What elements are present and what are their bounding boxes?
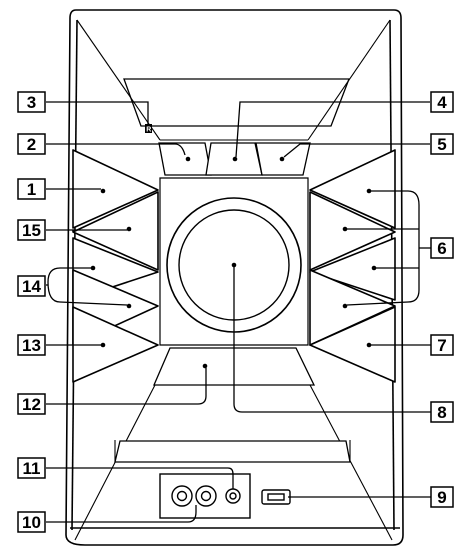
callout-4: 4	[430, 91, 454, 113]
top-left-button-dot	[185, 156, 191, 162]
callout-15: 15	[17, 219, 46, 241]
callout-number-5: 5	[437, 135, 446, 154]
leader-12	[46, 368, 207, 405]
rca-jacks[interactable]	[171, 485, 241, 507]
leader-5	[283, 143, 430, 158]
leader-10	[46, 505, 197, 523]
lower-rail	[114, 440, 351, 463]
pad-dot-6d	[342, 303, 348, 309]
callout-12: 12	[17, 393, 46, 415]
callout-number-15: 15	[22, 221, 41, 240]
callout-box-14	[17, 275, 46, 297]
display-window	[123, 78, 350, 127]
top-button-dots	[185, 156, 285, 162]
callout-6: 6	[430, 237, 454, 259]
pad-dot-6b	[342, 226, 348, 232]
pad-dots	[90, 188, 377, 348]
callout-5: 5	[430, 133, 454, 155]
mic-jack-center	[229, 492, 237, 500]
usb-port-inner	[267, 493, 285, 501]
callout-box-4	[430, 91, 454, 113]
callout-box-9	[430, 486, 454, 508]
leader-8	[233, 266, 432, 413]
callout-number-11: 11	[23, 459, 41, 478]
pad-dot-1	[100, 188, 106, 194]
callout-7: 7	[430, 334, 454, 356]
remote-sensor	[145, 124, 152, 133]
callout-box-7	[430, 334, 454, 356]
callout-box-3	[17, 91, 46, 113]
rca-jack-right-center	[200, 490, 212, 502]
callout-number-9: 9	[437, 488, 446, 507]
callout-number-7: 7	[437, 336, 446, 355]
pad-dot-14a	[90, 265, 96, 271]
volume-knob-dot	[231, 262, 237, 268]
callout-number-8: 8	[437, 403, 446, 422]
leader-3	[46, 101, 149, 124]
pad-dot-6a	[366, 188, 372, 194]
right-pads[interactable]	[309, 149, 396, 383]
callout-number-1: 1	[27, 180, 36, 199]
callout-number-3: 3	[27, 93, 36, 112]
callout-box-5	[430, 133, 454, 155]
right-pad-6a[interactable]	[309, 149, 396, 229]
right-pad-6c[interactable]	[309, 237, 396, 301]
callout-box-8	[430, 401, 454, 423]
leader-2	[46, 143, 186, 156]
callout-11: 11	[17, 457, 46, 479]
callout-2: 2	[17, 133, 46, 155]
top-left-button[interactable]	[158, 142, 212, 176]
left-pad-15[interactable]	[72, 191, 159, 271]
callout-10: 10	[17, 511, 46, 533]
pad-dot-13	[100, 342, 106, 348]
pad-dot-7	[366, 342, 372, 348]
callout-number-2: 2	[27, 135, 36, 154]
leader-lines	[46, 101, 432, 523]
callout-box-12	[17, 393, 46, 415]
pad-dot-6c	[371, 265, 377, 271]
callout-box-2	[17, 133, 46, 155]
callout-1: 1	[17, 178, 46, 200]
callout-number-10: 10	[22, 513, 41, 532]
top-center-button-dot	[232, 156, 238, 162]
callout-8: 8	[430, 401, 454, 423]
top-left-facet	[76, 19, 161, 141]
callout-9: 9	[430, 486, 454, 508]
pad-dot-15	[126, 226, 132, 232]
callout-box-11	[17, 457, 46, 479]
callout-box-15	[17, 219, 46, 241]
usb-port[interactable]	[261, 489, 291, 505]
callout-14: 14	[17, 275, 46, 297]
center-frame	[159, 177, 309, 346]
rca-jack-left-center	[176, 490, 188, 502]
callout-box-6	[430, 237, 454, 259]
pad-dot-14b	[126, 303, 132, 309]
top-right-button-dot	[279, 156, 285, 162]
callout-box-10	[17, 511, 46, 533]
leader-11	[46, 467, 234, 489]
bottom-right-facet	[309, 384, 393, 541]
callout-13: 13	[17, 334, 46, 356]
callout-number-4: 4	[437, 93, 447, 112]
right-pad-6b[interactable]	[309, 191, 396, 271]
callout-box-1	[17, 178, 46, 200]
lower-center-button-dot	[202, 363, 208, 369]
callout-3: 3	[17, 91, 46, 113]
leader-4	[235, 101, 430, 158]
callout-number-14: 14	[22, 277, 41, 296]
left-pads[interactable]	[72, 149, 159, 383]
leader-14	[47, 267, 128, 306]
remote-sensor-mark: R	[146, 127, 151, 134]
callout-number-13: 13	[22, 336, 41, 355]
callout-number-12: 12	[22, 395, 41, 414]
cabinet-outer	[65, 9, 404, 546]
callout-box-13	[17, 334, 46, 356]
callout-number-6: 6	[437, 239, 446, 258]
